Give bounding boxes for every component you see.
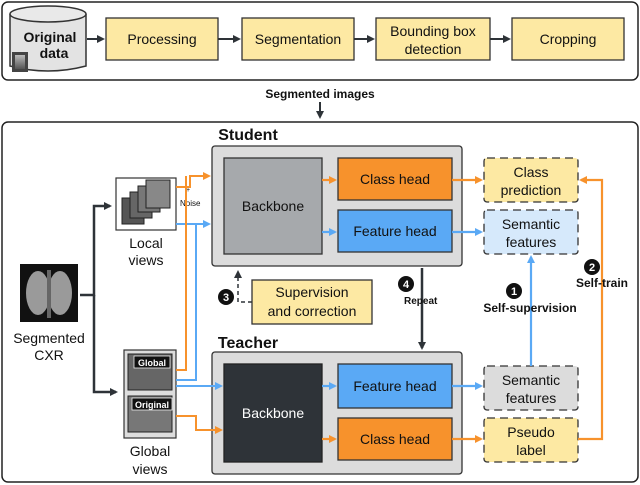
teacher-class-head-label: Class head [360, 431, 430, 447]
segmented-images-label: Segmented images [265, 87, 375, 101]
arrow-cxr-to-local [80, 202, 112, 297]
teacher-backbone-label: Backbone [242, 405, 304, 421]
processing-box [105, 17, 219, 61]
global-tag-label: Global [138, 358, 166, 368]
student-feature-head-label: Feature head [353, 223, 436, 239]
top-pipeline: Original data Processing Segmentation Bo… [1, 1, 639, 81]
arrow-global-to-student-orange [176, 176, 187, 371]
arrow-self-train [578, 176, 604, 441]
arrow-cxr-to-global [92, 295, 118, 396]
original-data-label-1: Original [24, 29, 77, 45]
original-tag [131, 397, 173, 411]
cropping-label: Cropping [540, 31, 597, 47]
step-1-badge [506, 283, 522, 299]
step-2-num: 2 [589, 262, 595, 274]
pseudo-label-label-1: Pseudo [507, 424, 555, 440]
class-prediction-box [483, 157, 579, 203]
class-prediction-label-1: Class [513, 164, 548, 180]
arrow-global-to-teacher-orange [176, 415, 223, 434]
semantic-features-student-label-2: features [506, 234, 557, 250]
supervision-correction-label-2: and correction [268, 303, 357, 319]
segmented-cxr-label-1: Segmented [13, 330, 85, 346]
local-views-label-1: Local [129, 235, 162, 251]
supervision-correction-label-1: Supervision [275, 284, 348, 300]
self-supervision-label: Self-supervision [483, 301, 576, 315]
step-3-num: 3 [223, 292, 229, 304]
noise-label: Noise [180, 199, 201, 208]
teacher-feature-head-label: Feature head [353, 378, 436, 394]
semantic-features-student-label-1: Semantic [502, 216, 560, 232]
step-1-num: 1 [511, 286, 517, 298]
segmented-cxr-label-2: CXR [34, 347, 64, 363]
class-prediction-label-2: prediction [501, 182, 562, 198]
noise-plus: + [186, 187, 190, 194]
student-backbone [223, 157, 323, 255]
global-views-label-2: views [132, 461, 167, 477]
arrow-supervision-to-student [234, 270, 252, 303]
original-data-cylinder: Original data [9, 5, 87, 72]
segmented-cxr-image [20, 264, 78, 322]
step-4-num: 4 [403, 279, 410, 291]
bbox-detection-label-2: detection [405, 41, 462, 57]
semantic-features-student-box [483, 209, 579, 255]
teacher-feature-head [337, 363, 453, 409]
local-views-label-2: views [128, 252, 163, 268]
arrow-global-to-student-blue [176, 224, 197, 381]
step-3-badge [218, 289, 234, 305]
pseudo-label-label-2: label [516, 442, 546, 458]
cropping-box [511, 17, 625, 61]
teacher-backbone [223, 363, 323, 463]
step-4-badge [398, 276, 414, 292]
arrow-local-to-student-orange [176, 172, 211, 188]
self-train-label: Self-train [576, 276, 628, 290]
bbox-detection-label-1: Bounding box [390, 23, 476, 39]
student-class-head-label: Class head [360, 171, 430, 187]
global-views-stack: Global Original [123, 349, 177, 439]
student-backbone-label: Backbone [242, 198, 304, 214]
global-tag [133, 355, 171, 369]
global-views-label-1: Global [130, 443, 170, 459]
original-tag-label: Original [135, 400, 169, 410]
original-data-label-2: data [40, 45, 69, 61]
teacher-title: Teacher [218, 335, 278, 352]
step-2-badge [584, 259, 600, 275]
student-title: Student [218, 127, 278, 144]
student-feature-head [337, 209, 453, 253]
semantic-features-teacher-label-1: Semantic [502, 372, 560, 388]
processing-label: Processing [127, 31, 196, 47]
bbox-detection-box [375, 17, 491, 61]
repeat-label: Repeat [404, 296, 438, 307]
local-views-stack [115, 177, 177, 231]
semantic-features-teacher-label-2: features [506, 390, 557, 406]
segmentation-label: Segmentation [255, 31, 341, 47]
